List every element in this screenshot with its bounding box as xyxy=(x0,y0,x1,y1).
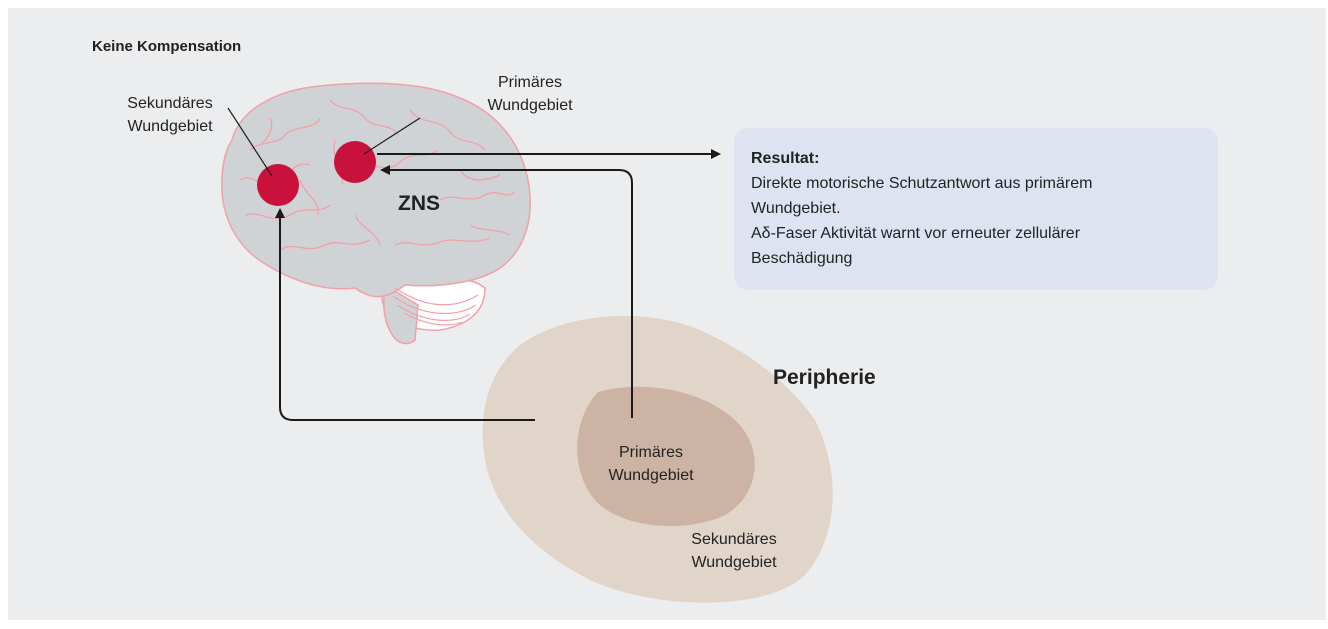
cerebellum-stripes xyxy=(392,287,479,326)
result-line: Aδ-Faser Aktivität warnt vor erneuter ze… xyxy=(751,225,1081,242)
result-box xyxy=(734,128,1218,290)
result-text: Resultat: Direkte motorische Schutzantwo… xyxy=(751,146,1211,271)
brain-secondary-label-line1: Sekundäres xyxy=(127,95,213,112)
leader-secondary xyxy=(227,107,273,177)
result-line: Direkte motorische Schutzantwort aus pri… xyxy=(751,175,1093,192)
brain-primary-label-line1: Primäres xyxy=(497,74,562,91)
periphery-label: Peripherie xyxy=(773,366,876,389)
periphery-primary-label-line2: Wundgebiet xyxy=(608,467,694,484)
periphery-primary-label: Primäres Wundgebiet xyxy=(591,441,711,487)
diagram-title: Keine Kompensation xyxy=(92,38,242,55)
brain-primary-label: Primäres Wundgebiet xyxy=(470,71,590,117)
result-line: Wundgebiet. xyxy=(751,200,841,217)
brainstem xyxy=(383,283,419,345)
periphery-secondary-label: Sekundäres Wundgebiet xyxy=(674,528,794,574)
lesion-secondary xyxy=(257,164,299,206)
brain-secondary-label-line2: Wundgebiet xyxy=(127,118,213,135)
brain-secondary-label: Sekundäres Wundgebiet xyxy=(110,92,230,138)
brain-label: ZNS xyxy=(398,192,440,215)
periphery-inner-area xyxy=(577,386,755,527)
brain xyxy=(221,82,531,345)
periphery-secondary-label-line2: Wundgebiet xyxy=(691,554,777,571)
periphery-primary-label-line1: Primäres xyxy=(618,444,683,461)
arrow-periphery-to-primary xyxy=(380,165,633,418)
periphery-secondary-label-line1: Sekundäres xyxy=(691,531,777,548)
arrow-periphery-to-secondary xyxy=(275,208,535,421)
lesion-primary xyxy=(334,141,376,183)
result-line: Beschädigung xyxy=(751,250,853,267)
brain-hemisphere xyxy=(221,82,531,298)
leader-primary xyxy=(363,117,421,155)
result-title: Resultat: xyxy=(751,150,820,167)
brain-primary-label-line2: Wundgebiet xyxy=(487,97,573,114)
